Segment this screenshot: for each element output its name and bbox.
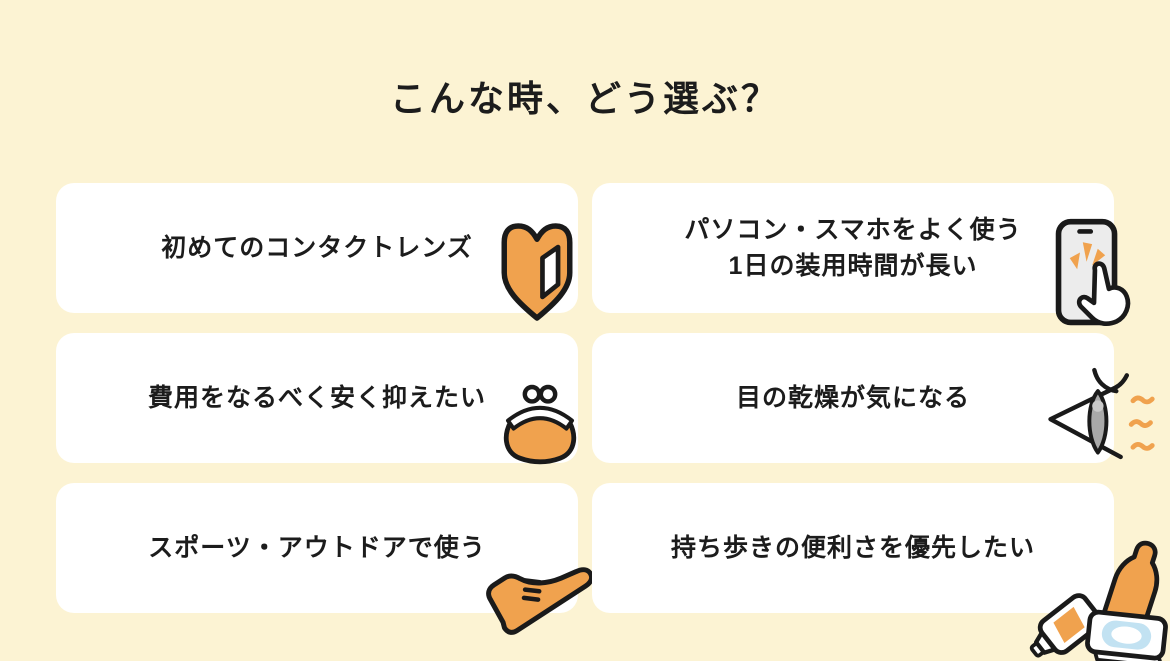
card-label: パソコン・スマホをよく使う [684,215,1022,244]
card-label: スポーツ・アウトドアで使う [148,533,486,562]
dry-eye-icon [1040,363,1155,471]
card-label: 持ち歩きの便利さを優先したい [670,533,1035,562]
card-screen-time: パソコン・スマホをよく使う 1日の装用時間が長い [592,183,1131,327]
card-dry-eyes: 目の乾燥が気になる [592,333,1155,463]
coin-purse-icon [500,381,580,465]
choice-grid: 初めてのコンタクトレンズ パソコン・スマホをよく使う 1日の装用時間が長い [56,183,1168,661]
card-portability: 持ち歩きの便利さを優先したい [592,483,1168,661]
sneaker-icon [480,539,598,635]
smartphone-tap-icon [1052,217,1136,329]
card-first-time: 初めてのコンタクトレンズ [56,183,578,321]
beginner-mark-icon [498,221,576,323]
card-low-cost: 費用をなるべく安く抑えたい [56,333,580,465]
page-title: こんな時、どう選ぶ？ [389,78,780,119]
card-label: 費用をなるべく安く抑えたい [147,383,486,412]
card-label: 目の乾燥が気になる [735,383,970,412]
card-label-line2: 1日の装用時間が長い [728,252,978,280]
card-label: 初めてのコンタクトレンズ [161,233,473,262]
card-sports-outdoor: スポーツ・アウトドアで使う [56,483,595,635]
travel-kit-icon [1020,537,1170,661]
